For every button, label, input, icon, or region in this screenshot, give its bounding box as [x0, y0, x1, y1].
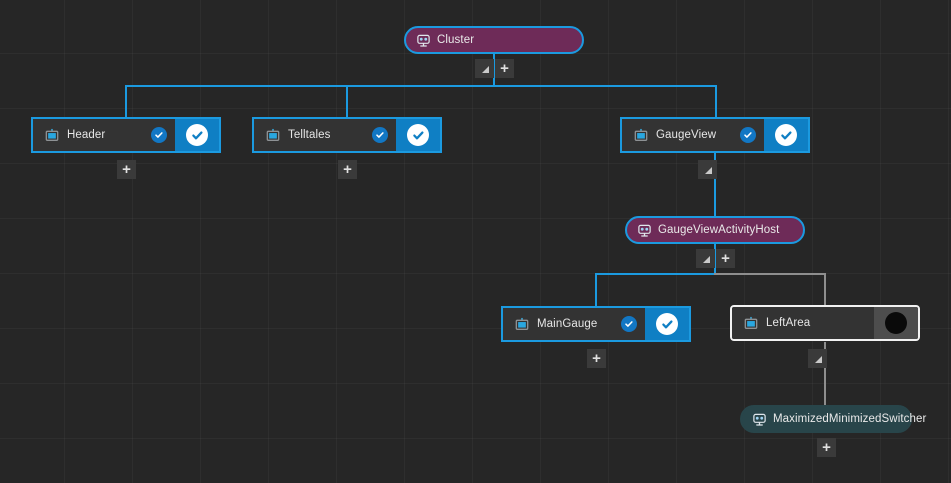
edge-drop-leftarea	[824, 273, 826, 306]
node-maximizedminimizedswitcher-label: MaximizedMinimizedSwitcher	[773, 413, 927, 425]
edge-bus-row2-gray	[714, 273, 826, 275]
collapse-icon	[703, 256, 710, 263]
monitor-icon	[266, 128, 280, 143]
collapse-gaugeview-button[interactable]	[698, 160, 717, 179]
edge-drop-maingauge	[595, 273, 597, 306]
robot-display-icon	[637, 223, 652, 238]
expand-maximizedminimizedswitcher-button[interactable]: +	[817, 438, 836, 457]
edge-gaugeview-to-host	[714, 151, 716, 216]
node-telltales-label: Telltales	[288, 129, 331, 141]
node-gaugeview[interactable]: GaugeView	[620, 117, 810, 153]
expand-maingauge-button[interactable]: +	[587, 349, 606, 368]
check-circle-white-icon	[656, 313, 678, 335]
node-leftarea-visibility-toggle[interactable]	[874, 307, 918, 339]
edge-bus-row1	[125, 85, 717, 87]
plus-icon: +	[721, 250, 730, 267]
expand-cluster-button[interactable]: +	[495, 59, 514, 78]
expand-header-button[interactable]: +	[117, 160, 136, 179]
node-gaugeviewactivityhost[interactable]: GaugeViewActivityHost	[625, 216, 805, 244]
node-cluster[interactable]: Cluster	[404, 26, 584, 54]
collapse-gaugeviewactivityhost-button[interactable]	[696, 249, 715, 268]
node-header-visibility-toggle[interactable]	[175, 119, 219, 151]
node-leftarea-label: LeftArea	[766, 317, 811, 329]
monitor-icon	[744, 316, 758, 331]
plus-icon: +	[122, 161, 131, 178]
node-gaugeview-label: GaugeView	[656, 129, 717, 141]
node-header-label: Header	[67, 129, 106, 141]
node-gaugeview-visibility-toggle[interactable]	[764, 119, 808, 151]
node-header[interactable]: Header	[31, 117, 221, 153]
expand-telltales-button[interactable]: +	[338, 160, 357, 179]
robot-display-icon	[416, 33, 431, 48]
plus-icon: +	[343, 161, 352, 178]
monitor-icon	[45, 128, 59, 143]
edge-bus-row2-blue	[595, 273, 716, 275]
check-badge-icon	[740, 127, 756, 143]
node-maingauge-label: MainGauge	[537, 318, 598, 330]
edge-host-down	[714, 244, 716, 274]
check-circle-white-icon	[186, 124, 208, 146]
filled-circle-black-icon	[885, 312, 907, 334]
check-badge-icon	[372, 127, 388, 143]
edge-cluster-down	[493, 54, 495, 86]
collapse-leftarea-button[interactable]	[808, 349, 827, 368]
plus-icon: +	[592, 350, 601, 367]
node-maximizedminimizedswitcher[interactable]: MaximizedMinimizedSwitcher	[740, 405, 926, 433]
monitor-icon	[634, 128, 648, 143]
edge-drop-gaugeview	[715, 85, 717, 117]
node-gaugeviewactivityhost-label: GaugeViewActivityHost	[658, 224, 780, 236]
node-gaugeview-body[interactable]: GaugeView	[622, 119, 764, 151]
node-telltales-visibility-toggle[interactable]	[396, 119, 440, 151]
node-maingauge[interactable]: MainGauge	[501, 306, 691, 342]
edge-drop-header	[125, 85, 127, 117]
node-leftarea[interactable]: LeftArea	[730, 305, 920, 341]
robot-display-icon	[752, 412, 767, 427]
node-telltales[interactable]: Telltales	[252, 117, 442, 153]
collapse-icon	[815, 356, 822, 363]
collapse-icon	[705, 167, 712, 174]
check-circle-white-icon	[775, 124, 797, 146]
node-maingauge-body[interactable]: MainGauge	[503, 308, 645, 340]
edge-drop-telltales	[346, 85, 348, 117]
collapse-cluster-button[interactable]	[475, 59, 494, 78]
node-maingauge-visibility-toggle[interactable]	[645, 308, 689, 340]
node-telltales-body[interactable]: Telltales	[254, 119, 396, 151]
collapse-icon	[482, 66, 489, 73]
edge-leftarea-to-switcher	[824, 342, 826, 406]
plus-icon: +	[822, 439, 831, 456]
expand-gaugeviewactivityhost-button[interactable]: +	[716, 249, 735, 268]
node-leftarea-body[interactable]: LeftArea	[732, 307, 874, 339]
monitor-icon	[515, 317, 529, 332]
plus-icon: +	[500, 60, 509, 77]
check-badge-icon	[621, 316, 637, 332]
node-cluster-label: Cluster	[437, 34, 475, 46]
check-badge-icon	[151, 127, 167, 143]
node-header-body[interactable]: Header	[33, 119, 175, 151]
check-circle-white-icon	[407, 124, 429, 146]
